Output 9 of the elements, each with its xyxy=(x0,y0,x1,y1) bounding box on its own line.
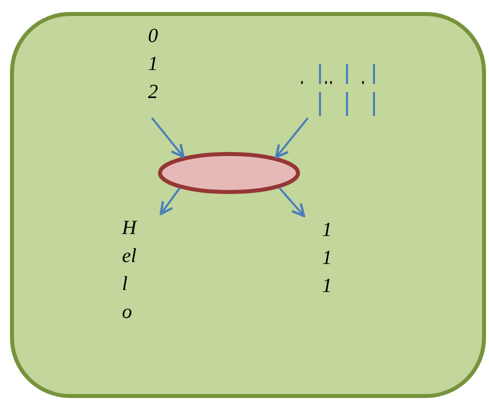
vertical-text: Hello xyxy=(122,216,136,325)
rounded-panel xyxy=(10,12,486,398)
ellipse-shape xyxy=(158,152,300,194)
arrow xyxy=(278,187,306,218)
vertical-text: 012 xyxy=(148,24,158,105)
arrow xyxy=(151,117,185,158)
vertical-text: 111 xyxy=(322,218,332,299)
arrow xyxy=(274,117,309,158)
arrow xyxy=(160,188,180,216)
